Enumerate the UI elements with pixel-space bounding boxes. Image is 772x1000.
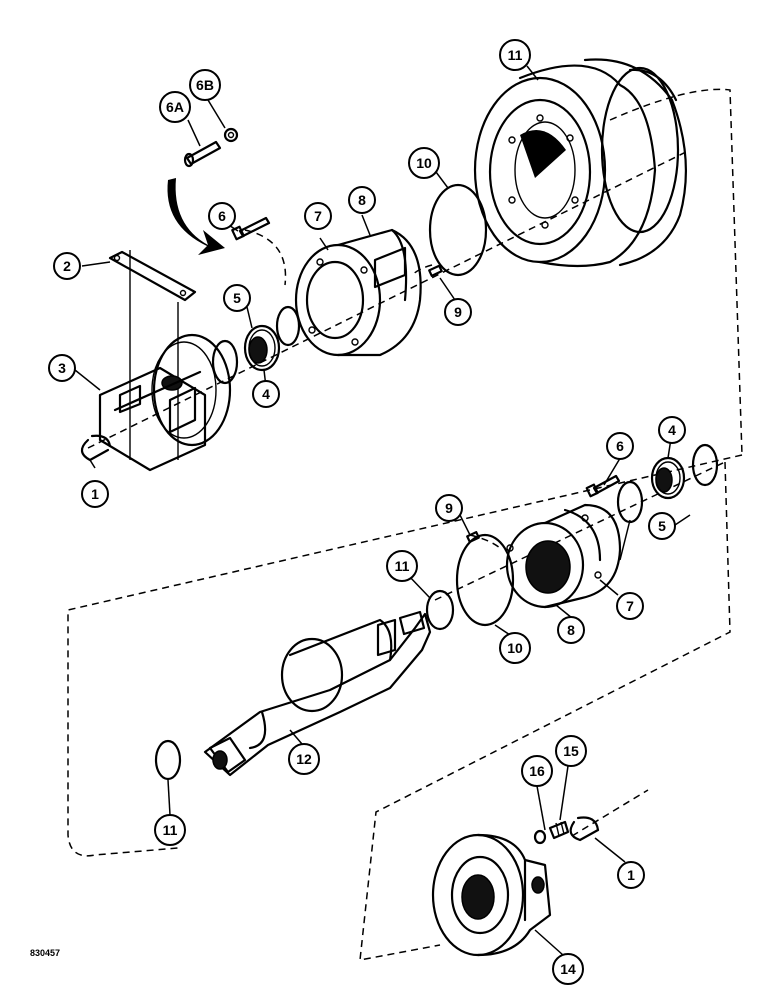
callout-15-text: 15	[563, 743, 579, 759]
callout-11-left: 11	[154, 814, 186, 846]
callout-12-text: 11	[508, 47, 523, 63]
nut-6B-drawing	[223, 127, 239, 143]
callout-5-upper: 5	[223, 284, 251, 312]
callout-4-lower: 4	[658, 416, 686, 444]
callout-16-text: 16	[529, 763, 545, 779]
callout-5-lower: 5	[648, 512, 676, 540]
bolt-6A-drawing	[183, 140, 222, 168]
assembly-dashed-lines	[67, 88, 743, 961]
fitting-15-drawing	[548, 820, 570, 840]
seal-4-upper-drawing	[243, 324, 281, 372]
callout-6A-text: 6A	[166, 99, 184, 115]
callout-3-text: 3	[58, 360, 66, 376]
callout-7-lower-text: 7	[626, 598, 634, 614]
roller-12-drawing	[473, 58, 687, 268]
callout-2-text: 2	[63, 258, 71, 274]
o-ring-10-lower-drawing	[455, 533, 515, 627]
bolt-6-lower-drawing	[585, 474, 621, 498]
callout-16: 16	[521, 755, 553, 787]
lock-ring-1-lower-drawing	[569, 816, 600, 842]
callout-7-upper-text: 7	[314, 208, 322, 224]
shaft-13-drawing	[203, 610, 432, 777]
collar-3-drawing	[98, 333, 232, 472]
callout-7-upper: 7	[304, 202, 332, 230]
washer-16-drawing	[533, 829, 547, 845]
callout-9-upper-text: 9	[454, 304, 462, 320]
callout-9-lower: 9	[435, 494, 463, 522]
pin-9-upper-drawing	[428, 264, 443, 277]
callout-12: 11	[499, 39, 531, 71]
pin-9-lower-drawing	[466, 531, 480, 543]
callout-3: 3	[48, 354, 76, 382]
callout-11-right: 11	[386, 550, 418, 582]
callout-6B-text: 6B	[196, 77, 214, 93]
flange-bushing-7-8-upper-drawing	[294, 228, 422, 357]
callout-10-upper: 10	[408, 147, 440, 179]
callout-13: 12	[288, 743, 320, 775]
callout-11-left-text: 11	[163, 822, 178, 838]
o-ring-5a-upper-drawing	[211, 305, 301, 385]
callout-5-upper-text: 5	[233, 290, 241, 306]
callout-6-lower-text: 6	[616, 438, 624, 454]
o-ring-10-upper-drawing	[428, 183, 488, 277]
callout-6-upper: 6	[208, 202, 236, 230]
callout-1-upper-text: 1	[91, 486, 99, 502]
callout-9-lower-text: 9	[445, 500, 453, 516]
callout-8-lower-text: 8	[567, 622, 575, 638]
callout-8-upper: 8	[348, 186, 376, 214]
callout-1-lower-text: 1	[627, 867, 635, 883]
callout-1-lower: 1	[617, 861, 645, 889]
callout-15: 15	[555, 735, 587, 767]
figure-id: 830457	[30, 948, 60, 958]
callouts: 6A 6B 6 2 3 1 5 4 7 8 9 10 11 6 4 5 7 8 …	[48, 39, 686, 985]
callout-6B: 6B	[189, 69, 221, 101]
callout-10-lower-text: 10	[507, 640, 523, 656]
seal-4-lower-drawing	[650, 456, 686, 500]
callout-5-lower-text: 5	[658, 518, 666, 534]
o-ring-11-lower-right-drawing	[425, 589, 455, 631]
lock-ring-1-upper-drawing	[80, 434, 112, 462]
callout-13-text: 12	[296, 751, 312, 767]
callout-11-right-text: 11	[395, 558, 410, 574]
assembly-arrow	[167, 178, 225, 255]
bolt-6-upper-drawing	[231, 216, 271, 241]
callout-9-upper: 9	[444, 298, 472, 326]
callout-10-lower: 10	[499, 632, 531, 664]
callout-2: 2	[53, 252, 81, 280]
plate-2-drawing	[108, 250, 197, 460]
o-ring-11-lower-left-drawing	[154, 739, 182, 781]
callout-4-lower-text: 4	[668, 422, 676, 438]
callout-7-lower: 7	[616, 592, 644, 620]
callout-4-upper: 4	[252, 380, 280, 408]
callout-6-upper-text: 6	[218, 208, 226, 224]
callout-8-lower: 8	[557, 616, 585, 644]
callout-8-upper-text: 8	[358, 192, 366, 208]
callout-4-upper-text: 4	[262, 386, 270, 402]
callout-6A: 6A	[159, 91, 191, 123]
callout-14-text: 14	[560, 961, 576, 977]
callout-14: 14	[552, 953, 584, 985]
flange-bushing-7-8-lower-drawing	[505, 503, 622, 609]
callout-10-upper-text: 10	[416, 155, 432, 171]
callout-1-upper: 1	[81, 480, 109, 508]
callout-6-lower: 6	[606, 432, 634, 460]
collar-14-drawing	[431, 833, 552, 957]
